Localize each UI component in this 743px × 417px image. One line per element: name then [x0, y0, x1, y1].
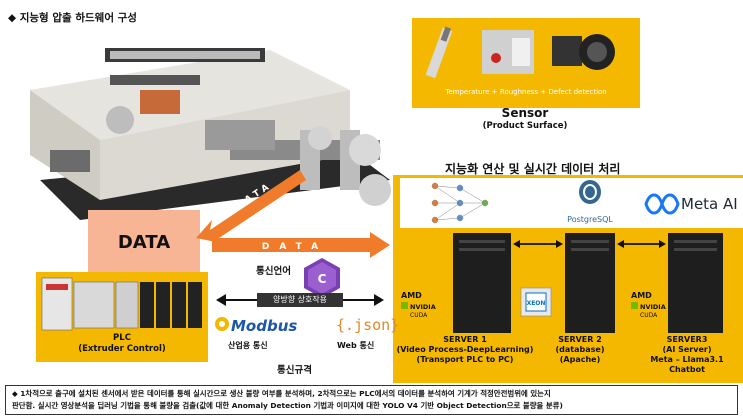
svg-text:C: C	[318, 272, 327, 286]
industrial-communication-label: 산업용 통신	[228, 340, 268, 351]
footer-line-2: 판단함. 실시간 영상분석을 딥러닝 기법을 통해 불량을 검출(값에 대한 A…	[12, 400, 731, 412]
footer-line-1: ◆ 1차적으로 출구에 설치된 센서에서 받은 데이터를 통해 실시간으로 생산…	[12, 388, 731, 400]
horizontal-arrow-label: DATA	[262, 242, 328, 252]
plc-subtitle: (Extruder Control)	[36, 344, 208, 354]
csharp-icon: C	[304, 258, 340, 298]
communication-spec-label: 통신규격	[277, 362, 312, 376]
web-communication-label: Web 통신	[337, 340, 374, 351]
diagonal-data-arrow: DATA	[196, 170, 306, 244]
modbus-gear-icon	[215, 317, 229, 331]
plc-title: PLC	[36, 333, 208, 343]
json-logo-text: {.json}	[336, 316, 399, 334]
modbus-logo-text: Modbus	[231, 317, 297, 335]
footer-description: ◆ 1차적으로 출구에 설치된 센서에서 받은 데이터를 통해 실시간으로 생산…	[5, 385, 738, 415]
plc-hardware-icon	[36, 272, 208, 332]
bidirectional-label: 양방향 상호작용	[257, 293, 343, 307]
horizontal-data-arrow: DATA	[212, 232, 390, 258]
communication-language-label: 통신언어	[256, 263, 291, 277]
